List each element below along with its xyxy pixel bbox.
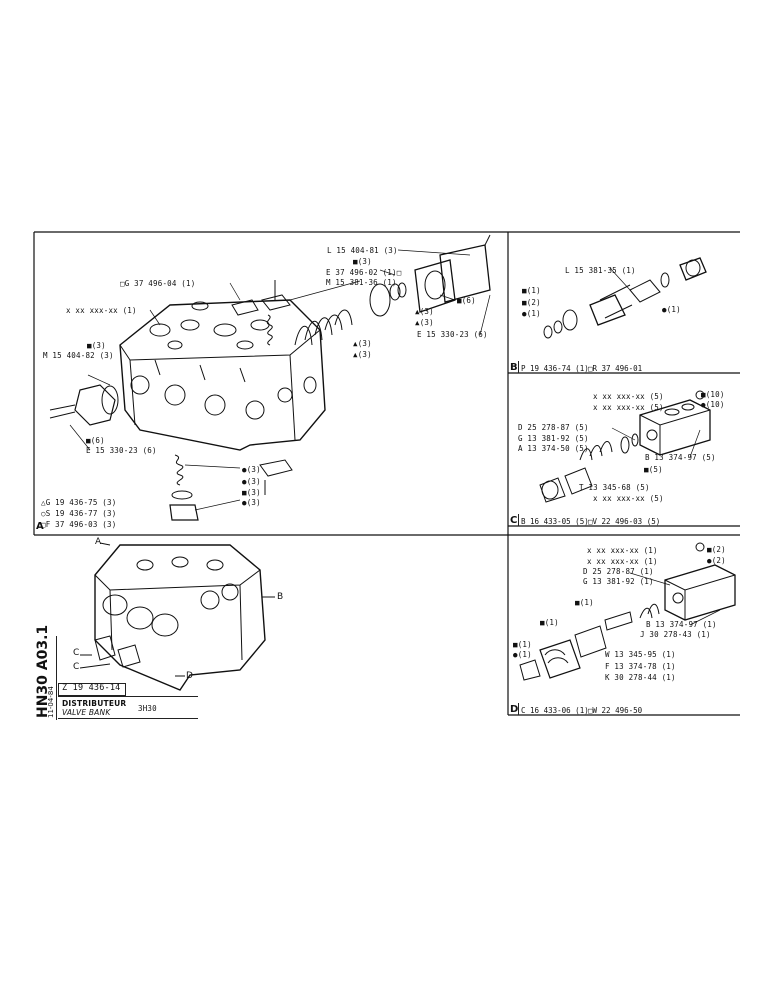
callout-circ10: ●(10) (701, 400, 725, 409)
callout-k3027844: K 30 278-44 (1) (605, 673, 676, 682)
callout-m1540482: M 15 404-82 (3) (43, 351, 114, 360)
callout-xx5-b: x xx xxx-xx (5) (593, 403, 664, 412)
callout-sq6-right: ■(6) (457, 296, 476, 305)
callout-e1533023-left: E 15 330-23 (6) (86, 446, 157, 455)
callout-e3749602: E 37 496-02 (1)□ (326, 268, 402, 277)
callout-xx1-b: x xx xxx-xx (1) (587, 557, 658, 566)
ref-code: Z 19 436-14 (62, 683, 121, 693)
callout-f1337478: F 13 374-78 (1) (605, 662, 676, 671)
callout-g1338192: G 13 381-92 (1) (583, 577, 654, 586)
callout-tri3-c: ▲(3) (353, 339, 372, 348)
callout-b1337497: B 13 374-97 (5) (645, 453, 716, 462)
callout-circ1: ●(1) (513, 650, 532, 659)
callout-d2527887: D 25 278-87 (1) (583, 567, 654, 576)
assembled-valve-bank-drawing (79, 542, 275, 691)
callout-xx5-a: x xx xxx-xx (5) (593, 392, 664, 401)
callout-sq1: ■(1) (522, 286, 541, 295)
part-ref: □R 37 496-01 (588, 364, 643, 373)
callout-b1337497: B 13 374-97 (1) (646, 620, 717, 629)
leader-lines (69, 249, 721, 626)
callout-sq6-left: ■(6) (86, 436, 105, 445)
legend-item: □F 37 496-03 (3) (41, 520, 117, 529)
callout-l1538135: L 15 381-35 (1) (565, 266, 636, 275)
legend-item: ○S 19 436-77 (3) (41, 509, 117, 518)
title-fr: DISTRIBUTEUR (62, 699, 127, 708)
model-code: 3H30 (138, 704, 157, 713)
callout-t1334568: T 13 345-68 (5) (579, 483, 650, 492)
callout-tri3-d: ▲(3) (353, 350, 372, 359)
callout-xx5-c: x xx xxx-xx (5) (593, 494, 664, 503)
callout-m1538136: M 15 381-36 (1) (326, 278, 397, 287)
section-d-letter: D (510, 704, 519, 715)
assembly-label-a: A (95, 537, 102, 547)
callout-circ1-right: ●(1) (662, 305, 681, 314)
part-ref: □V 22 496-03 (5) (588, 517, 661, 526)
section-c-letter: C (510, 515, 518, 526)
callout-circ2: ●(2) (707, 556, 726, 565)
date-code: 11-04-84 (47, 686, 55, 718)
callout-sq1-a: ■(1) (575, 598, 594, 607)
relief-valve-parts (294, 234, 491, 346)
check-valve-drawing (539, 390, 711, 503)
callout-circ3-c: ●(3) (242, 498, 261, 507)
callout-xx-left: x xx xxx-xx (1) (66, 306, 137, 315)
callout-xx1-a: x xx xxx-xx (1) (587, 546, 658, 555)
section-a-letter: A (36, 521, 44, 532)
callout-sq3-left: ■(3) (87, 341, 106, 350)
callout-g3749604: □G 37 496-04 (1) (120, 279, 196, 288)
callout-e1533023-right: E 15 330-23 (6) (417, 330, 488, 339)
section-b-letter: B (510, 362, 518, 373)
title-en: VALVE BANK (62, 708, 111, 717)
part-ref: P 19 436-74 (1) (521, 364, 589, 373)
part-ref: B 16 433-05 (5) (521, 517, 589, 526)
valve-cartridge-drawing (519, 542, 736, 681)
callout-sq1-c: ■(1) (513, 640, 532, 649)
callout-circ3-b: ●(3) (242, 477, 261, 486)
callout-l1540481: L 15 404-81 (3) (327, 246, 398, 255)
part-ref: □W 22 496-50 (588, 706, 643, 715)
assembly-label-c: C (73, 648, 80, 658)
valve-body-drawing (49, 280, 326, 521)
callout-sq1-b: ■(1) (540, 618, 559, 627)
callout-sq5: ■(5) (644, 465, 663, 474)
callout-sq10: ■(10) (701, 390, 725, 399)
callout-sq2: ■(2) (707, 545, 726, 554)
callout-tri3-b: ▲(3) (415, 318, 434, 327)
pilot-valve-drawing (543, 257, 707, 339)
callout-circ3-a: ●(3) (242, 465, 261, 474)
callout-sq2: ■(2) (522, 298, 541, 307)
callout-tri3-a: ▲(3) (415, 307, 434, 316)
callout-circ1: ●(1) (522, 309, 541, 318)
assembly-label-b: B (277, 592, 284, 602)
legend-item: △G 19 436-75 (3) (41, 498, 117, 507)
callout-j3027843: J 30 278-43 (1) (640, 630, 711, 639)
callout-d2527887: D 25 278-87 (5) (518, 423, 589, 432)
callout-sq3-top: ■(3) (353, 257, 372, 266)
callout-a1337450: A 13 374-50 (5) (518, 444, 589, 453)
callout-w1334595: W 13 345-95 (1) (605, 650, 676, 659)
assembly-label-d: D (186, 671, 193, 681)
callout-g1338192: G 13 381-92 (5) (518, 434, 589, 443)
part-ref: C 16 433-06 (1) (521, 706, 589, 715)
callout-sq3-mid: ■(3) (242, 488, 261, 497)
assembly-label-c: C (73, 662, 80, 672)
